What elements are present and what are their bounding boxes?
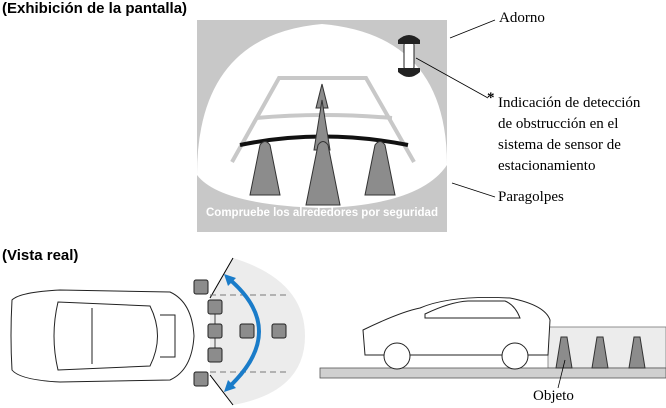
indicator-label: Indicación de detección de obstrucción e… bbox=[498, 95, 641, 174]
camera-screen bbox=[197, 20, 447, 232]
bumper-label: Paragolpes bbox=[498, 189, 564, 205]
trim-label: Adorno bbox=[499, 10, 545, 26]
sweep-arrow bbox=[226, 276, 261, 390]
side-view-car bbox=[362, 296, 551, 370]
object-label: Objeto bbox=[533, 388, 574, 404]
top-view-car bbox=[10, 289, 195, 383]
screen-safety-message: Compruebe los alrededores por seguridad bbox=[206, 207, 438, 219]
display-heading: (Exhibición de la pantalla) bbox=[2, 0, 188, 17]
parking-sensor-indicator bbox=[398, 35, 420, 77]
asterisk-mark: * bbox=[487, 90, 495, 106]
real-view-heading: (Vista real) bbox=[2, 247, 79, 264]
sensor bbox=[193, 279, 287, 387]
cone bbox=[555, 336, 646, 369]
cone bbox=[249, 83, 396, 206]
